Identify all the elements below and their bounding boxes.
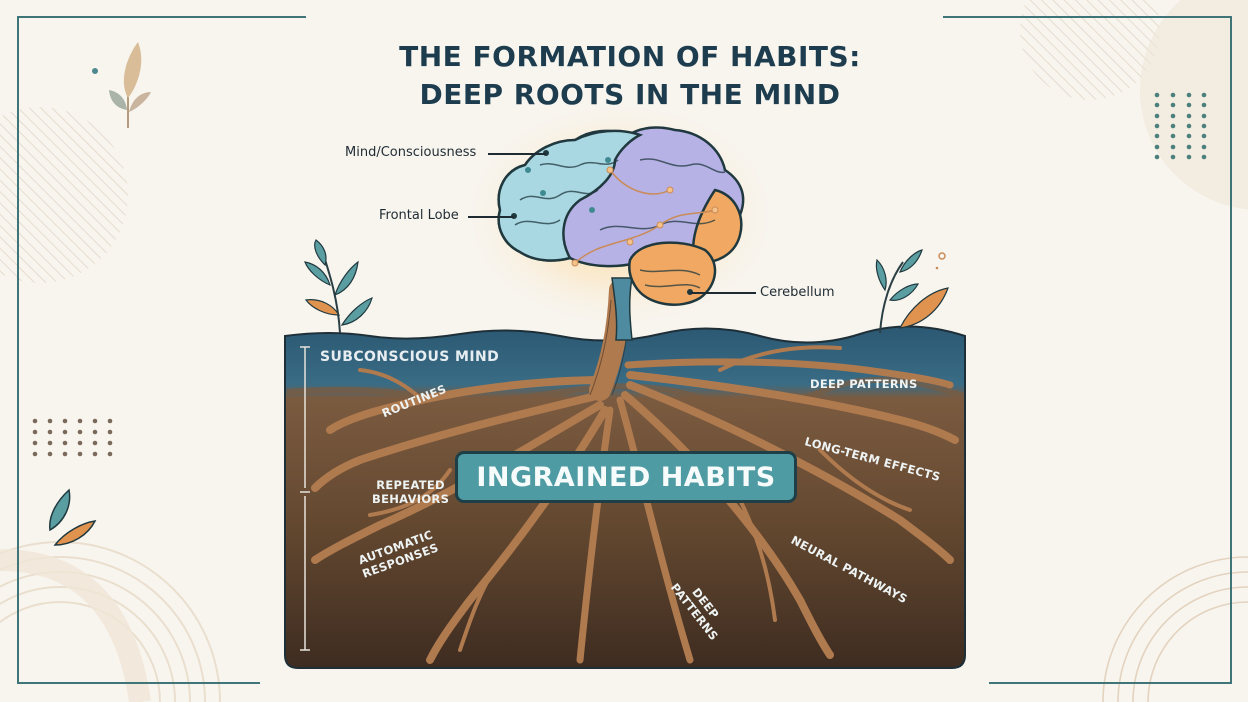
frame-top-left <box>17 16 306 18</box>
label-repeated-behaviors: REPEATED BEHAVIORS <box>372 478 450 506</box>
label-deep-patterns-top: DEEP PATTERNS <box>810 377 918 391</box>
frame-bottom-right <box>989 682 1232 684</box>
dot-grid-left <box>32 418 113 457</box>
plant-icon-left <box>304 239 373 334</box>
depth-scale <box>300 346 310 651</box>
frame-left <box>17 16 19 684</box>
ingrained-habits-badge: INGRAINED HABITS <box>455 451 797 503</box>
brain-icon <box>497 126 745 306</box>
leaves-icon-bottom-left <box>49 488 97 546</box>
sprig-icon-top-left <box>92 42 151 128</box>
dot-grid-right <box>1154 92 1207 160</box>
leader-frontal <box>468 216 514 218</box>
page-title: THE FORMATION OF HABITS: DEEP ROOTS IN T… <box>380 38 880 114</box>
leader-cerebellum <box>690 292 756 294</box>
frame-right <box>1230 16 1232 684</box>
roots <box>311 279 959 664</box>
label-frontal-lobe: Frontal Lobe <box>379 208 459 223</box>
leader-mind <box>488 153 546 155</box>
frame-bottom-left <box>17 682 260 684</box>
plant-icon-right <box>875 249 949 334</box>
hatched-circle-left <box>0 107 128 283</box>
label-subconscious-mind: SUBCONSCIOUS MIND <box>320 349 500 365</box>
label-mind-consciousness: Mind/Consciousness <box>345 145 477 160</box>
title-line-1: THE FORMATION OF HABITS: <box>399 40 861 73</box>
frame-top-right <box>943 16 1232 18</box>
title-line-2: DEEP ROOTS IN THE MIND <box>419 78 841 111</box>
label-cerebellum: Cerebellum <box>760 285 835 300</box>
